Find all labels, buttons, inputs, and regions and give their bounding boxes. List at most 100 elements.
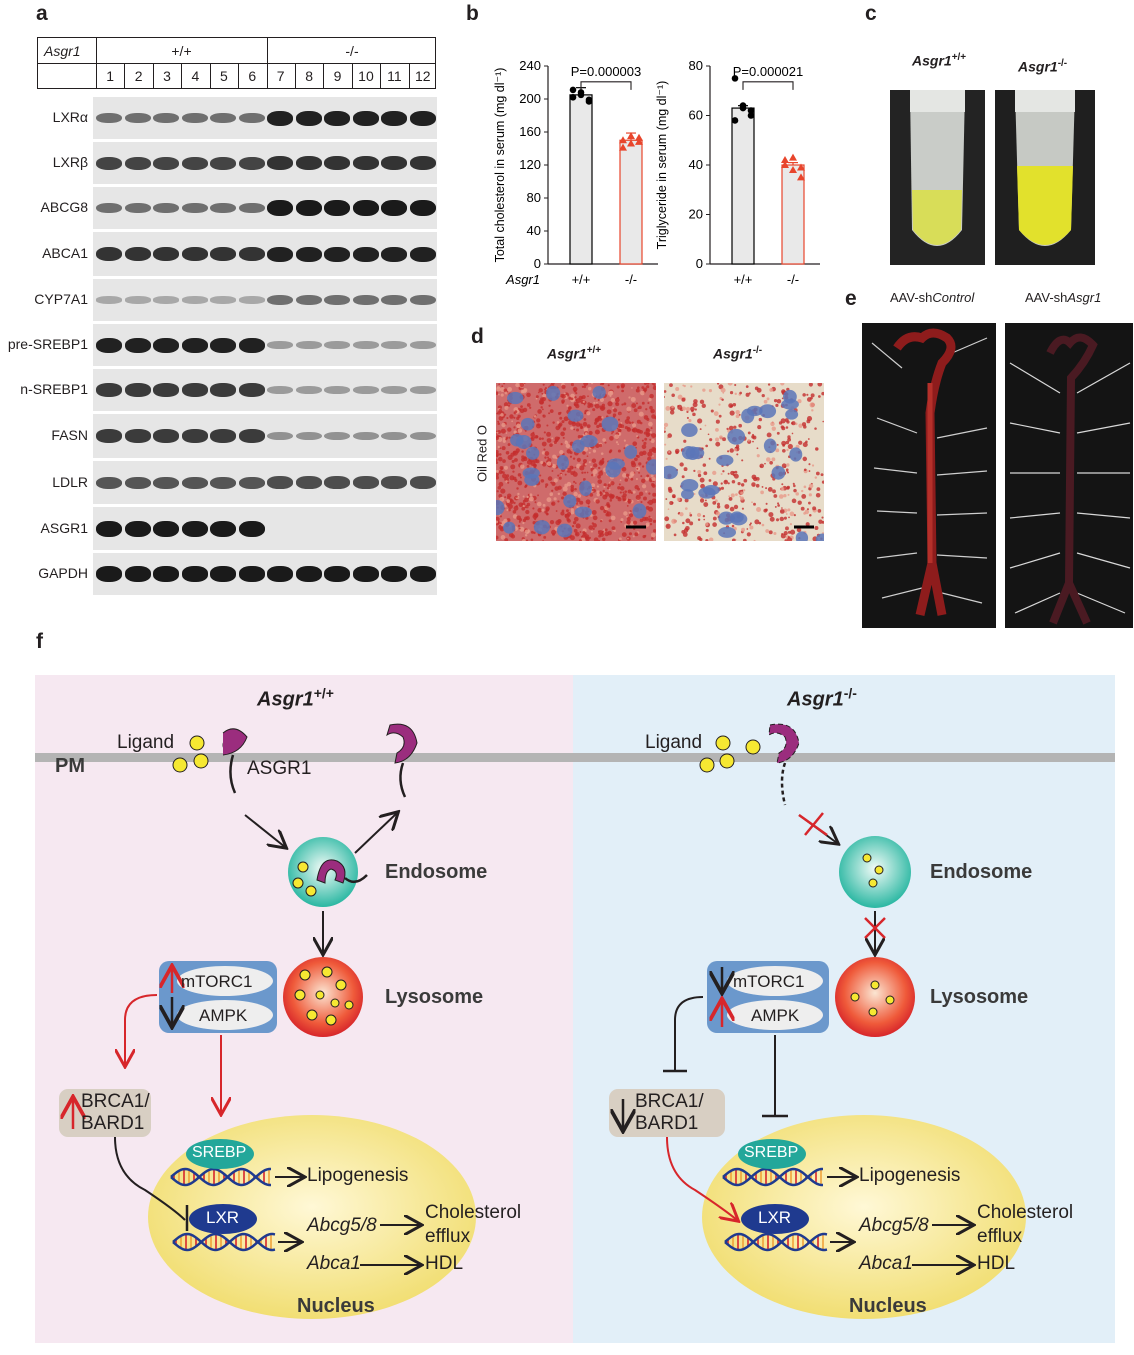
data-point <box>731 117 739 124</box>
blot-strip <box>93 507 437 550</box>
oilred-label-ko: Asgr1-/- <box>713 345 763 362</box>
data-point <box>569 86 577 94</box>
brca1-label-wt: BRCA1/ <box>81 1091 150 1112</box>
blot-band <box>210 476 236 489</box>
lane-number: 7 <box>276 68 285 84</box>
blot-band <box>153 566 179 582</box>
blot-band <box>238 566 265 582</box>
blot-strip <box>93 369 437 411</box>
group-wt-label: +/+ <box>171 43 192 59</box>
lipogenesis-label-ko: Lipogenesis <box>859 1165 961 1186</box>
blot-strip <box>93 97 437 139</box>
ampk-label-ko: AMPK <box>751 1006 800 1025</box>
blot-band <box>295 246 322 262</box>
blot-label: LDLR <box>52 473 88 490</box>
blot-label: GAPDH <box>38 565 88 581</box>
blot-band <box>409 386 436 394</box>
blot-band <box>381 200 407 216</box>
y-tick-label: 200 <box>519 91 541 106</box>
lane-number: 11 <box>387 68 402 84</box>
panel-label-b: b <box>466 2 479 25</box>
blot-band <box>409 431 436 441</box>
blot-band <box>324 156 350 170</box>
y-tick-label: 240 <box>519 58 541 73</box>
blot-band <box>181 202 208 214</box>
lane-number: 1 <box>106 68 115 84</box>
data-point <box>627 139 635 147</box>
blot-band <box>96 520 122 537</box>
data-point <box>747 107 755 114</box>
data-point <box>789 153 797 161</box>
blot-band <box>267 386 293 394</box>
nucleus-label-wt: Nucleus <box>297 1295 375 1317</box>
lane-number: 5 <box>219 68 228 84</box>
y-tick-label: 40 <box>689 157 703 172</box>
panel-label-d: d <box>471 325 484 348</box>
blot-band <box>352 386 379 394</box>
blot-band <box>210 202 236 214</box>
srebp-label-wt: SREBP <box>192 1144 247 1161</box>
lane-number: 2 <box>134 68 143 84</box>
lane-number: 8 <box>305 68 313 84</box>
data-point <box>797 173 805 181</box>
blot-band <box>381 110 407 126</box>
p-value-label: P=0.000003 <box>571 64 641 79</box>
blot-band <box>181 296 208 304</box>
blot-band <box>381 246 407 262</box>
blot-band <box>181 429 208 443</box>
blot-band <box>181 337 208 353</box>
blot-band <box>96 247 122 261</box>
bar <box>619 139 643 265</box>
blot-band <box>153 156 179 170</box>
lysosome-label-wt: Lysosome <box>385 986 484 1008</box>
blot-band <box>96 383 122 397</box>
blot-band <box>153 429 179 443</box>
dna-helix-srebp-ko <box>722 1167 824 1187</box>
data-point <box>797 163 805 171</box>
blot-band <box>324 200 350 216</box>
blot-band <box>295 431 322 441</box>
blot-band <box>238 383 265 397</box>
blot-band <box>295 200 322 216</box>
serum-tube-wt-photo <box>890 90 985 265</box>
aorta-label-asgr1: AAV-shAsgr1 <box>1025 290 1102 305</box>
endosome-label-ko: Endosome <box>930 861 1033 883</box>
blot-band <box>238 156 265 170</box>
y-tick-label: 80 <box>689 58 703 73</box>
blot-band <box>210 566 236 582</box>
blot-band <box>181 112 208 124</box>
blot-band <box>210 520 236 537</box>
x-tick-label: -/- <box>787 272 799 287</box>
y-tick-label: 120 <box>519 157 541 172</box>
oil-red-o-ko-image <box>664 383 824 541</box>
blot-band <box>238 112 265 124</box>
blot-band <box>210 156 236 170</box>
abca-label-wt: Abca1 <box>307 1253 361 1274</box>
oil-red-o-label: Oil Red O <box>474 424 490 483</box>
blot-band <box>124 520 151 537</box>
lysosome-ko <box>835 957 915 1037</box>
wt-title: Asgr1+/+ <box>257 685 334 711</box>
blot-band <box>409 566 436 582</box>
lane-number: 12 <box>414 68 431 84</box>
mtorc1-label-wt: mTORC1 <box>181 972 253 991</box>
asgr1-receptor-bound <box>222 728 248 756</box>
blot-band <box>295 341 322 349</box>
dna-helix-lxr-ko <box>724 1232 828 1252</box>
blot-band <box>267 156 293 170</box>
blot-band <box>409 246 436 262</box>
blot-band <box>210 337 236 353</box>
y-tick-label: 80 <box>527 190 541 205</box>
blot-label: FASN <box>51 427 88 443</box>
data-point <box>585 98 593 105</box>
blot-band <box>381 341 407 349</box>
cholesterol-label-ko: Cholesterol <box>977 1202 1074 1223</box>
x-tick-label: -/- <box>625 272 637 287</box>
blot-band <box>324 476 350 489</box>
blot-label: n-SREBP1 <box>20 381 88 397</box>
blot-band <box>124 383 151 397</box>
asgr1-label: ASGR1 <box>247 758 312 779</box>
data-point <box>619 143 627 151</box>
data-point <box>627 132 635 140</box>
